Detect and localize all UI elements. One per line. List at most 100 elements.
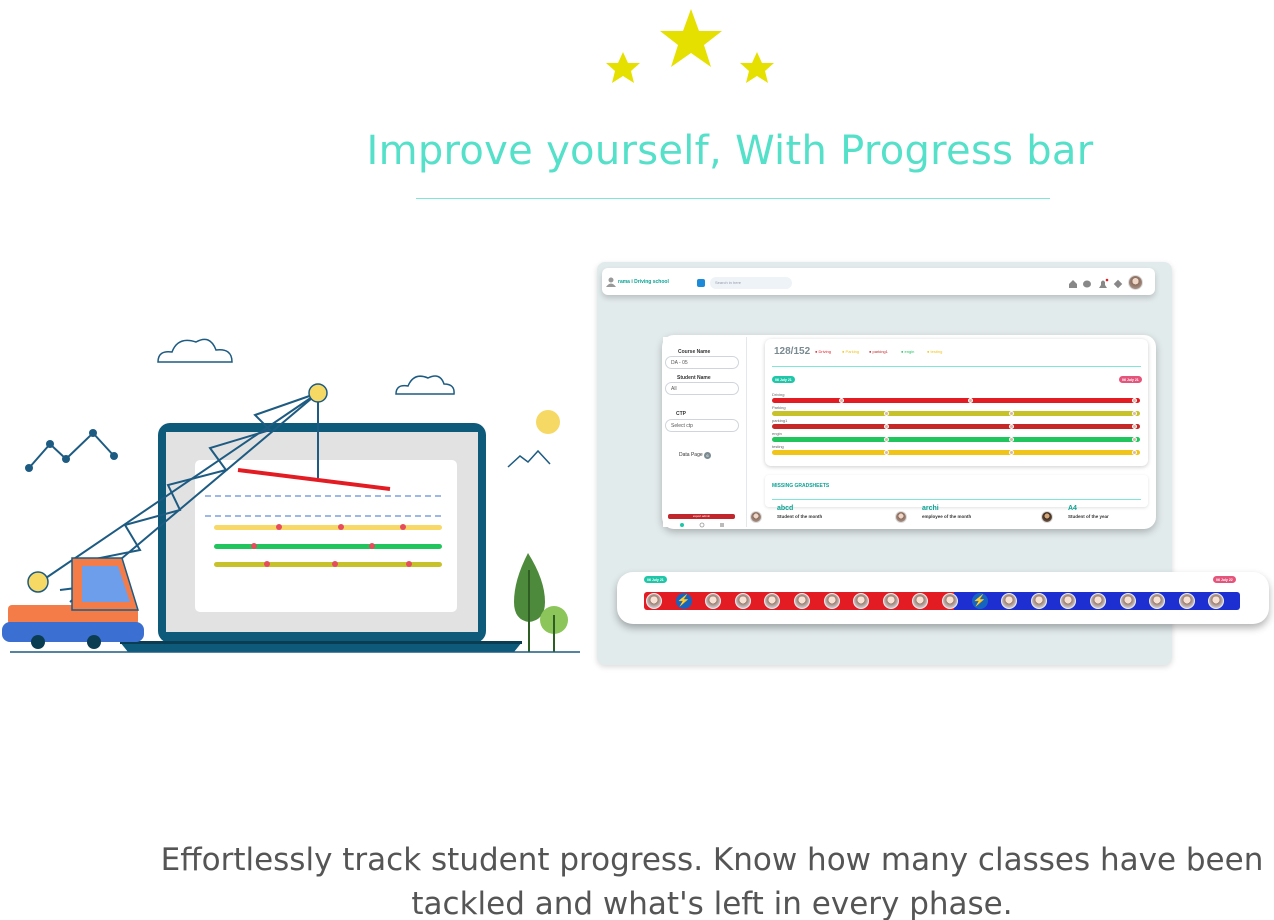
timeline-avatar[interactable] bbox=[1119, 593, 1136, 609]
course-label: Course Name bbox=[678, 349, 711, 355]
person-name: archi bbox=[922, 505, 939, 512]
person-name: abcd bbox=[777, 505, 794, 512]
caption-line: tackled and what's left in every phase. bbox=[411, 886, 1013, 920]
timeline-avatar[interactable] bbox=[1178, 593, 1195, 609]
start-date-pill: 06 July 21 bbox=[772, 376, 795, 383]
progress-count: 128/152 bbox=[774, 346, 811, 357]
missing-divider bbox=[772, 499, 1141, 500]
info-icon[interactable] bbox=[699, 522, 705, 528]
top-bar bbox=[602, 268, 1155, 295]
profile-avatar[interactable] bbox=[1128, 275, 1143, 290]
student-marker-avatar[interactable] bbox=[839, 397, 845, 403]
data-page-label[interactable]: Data Page bbox=[679, 452, 703, 458]
avatar bbox=[895, 511, 907, 523]
timeline-avatar[interactable] bbox=[794, 593, 810, 609]
avatar bbox=[1041, 511, 1053, 523]
lightning-icon[interactable]: ⚡ bbox=[971, 593, 988, 609]
progress-bar bbox=[772, 436, 1140, 442]
legend-label: Parking bbox=[845, 349, 860, 354]
progress-bar bbox=[772, 410, 1140, 416]
student-select[interactable]: All bbox=[665, 382, 739, 395]
progress-bar bbox=[772, 423, 1140, 429]
search-input[interactable]: Search in here bbox=[710, 277, 792, 289]
timeline-avatar[interactable] bbox=[764, 593, 781, 609]
user-icon[interactable] bbox=[606, 277, 616, 287]
export-button[interactable]: export admin bbox=[668, 514, 735, 519]
app-logo-icon[interactable] bbox=[697, 279, 705, 287]
lightning-icon[interactable]: ⚡ bbox=[675, 593, 692, 609]
timeline-avatar[interactable] bbox=[942, 593, 958, 609]
bar-label: Parking bbox=[772, 405, 786, 410]
course-field[interactable]: DA - 05 bbox=[665, 356, 739, 369]
student-marker-avatar[interactable] bbox=[1008, 423, 1014, 429]
legend-label: testing bbox=[930, 349, 943, 354]
student-marker-avatar[interactable] bbox=[1131, 410, 1137, 416]
student-marker-avatar[interactable] bbox=[883, 423, 889, 429]
bar-label: testing bbox=[772, 444, 784, 449]
student-marker-avatar[interactable] bbox=[883, 449, 889, 455]
legend-item: ● Driving bbox=[815, 349, 831, 354]
timeline-avatar[interactable] bbox=[912, 593, 929, 609]
crane-laptop-illustration bbox=[2, 338, 580, 653]
data-page-badge: 6 bbox=[704, 452, 711, 459]
title-divider bbox=[416, 198, 1050, 199]
progress-divider bbox=[772, 366, 1141, 367]
timeline-avatar[interactable] bbox=[882, 593, 899, 609]
timeline-avatar[interactable] bbox=[705, 593, 722, 609]
timeline-avatar[interactable] bbox=[646, 593, 662, 609]
student-label: Student Name bbox=[677, 375, 711, 381]
student-marker-avatar[interactable] bbox=[1008, 410, 1014, 416]
stars-icon bbox=[606, 9, 774, 83]
timeline-avatar[interactable] bbox=[1030, 593, 1047, 609]
legend-dot-icon: ● bbox=[869, 349, 873, 354]
bar-label: Driving bbox=[772, 392, 785, 397]
timeline-avatar[interactable] bbox=[734, 593, 751, 609]
grid-icon[interactable] bbox=[720, 523, 724, 527]
student-marker-avatar[interactable] bbox=[1008, 436, 1014, 442]
timeline-avatar[interactable] bbox=[1208, 593, 1225, 609]
legend-label: Driving bbox=[818, 349, 831, 354]
page-title: Improve yourself, With Progress bar bbox=[366, 128, 1094, 174]
progress-bar bbox=[772, 449, 1140, 455]
bell-icon[interactable] bbox=[1099, 280, 1107, 289]
student-marker-avatar[interactable] bbox=[1131, 449, 1137, 455]
timeline-avatar[interactable] bbox=[853, 593, 870, 609]
legend-dot-icon: ● bbox=[927, 349, 931, 354]
legend-item: ● Parking bbox=[842, 349, 859, 354]
legend-item: ● testing bbox=[927, 349, 942, 354]
person-name: A4 bbox=[1068, 505, 1077, 512]
legend-item: ● engin bbox=[901, 349, 914, 354]
legend-dot-icon: ● bbox=[901, 349, 905, 354]
timeline-avatar[interactable] bbox=[1090, 593, 1106, 609]
page-caption: Effortlessly track student progress. Kno… bbox=[160, 838, 1264, 920]
timeline-avatar[interactable] bbox=[1001, 593, 1018, 609]
settings-icon[interactable] bbox=[1113, 279, 1123, 289]
legend-label: engin bbox=[904, 349, 915, 354]
student-marker-avatar[interactable] bbox=[1008, 449, 1014, 455]
student-marker-avatar[interactable] bbox=[968, 397, 974, 403]
end-date-pill: 06 July 21 bbox=[1119, 376, 1142, 383]
ctp-select[interactable]: Select ctp bbox=[665, 419, 739, 432]
student-marker-avatar[interactable] bbox=[883, 436, 889, 442]
topbar-icons bbox=[1069, 278, 1123, 289]
timeline-end-pill: 06 July 22 bbox=[1213, 576, 1236, 583]
student-marker-avatar[interactable] bbox=[1131, 423, 1137, 429]
ctp-label: CTP bbox=[676, 411, 686, 417]
student-marker-avatar[interactable] bbox=[1131, 436, 1137, 442]
timeline-start-pill: 06 July 21 bbox=[644, 576, 667, 583]
timeline-avatar[interactable] bbox=[823, 593, 840, 609]
student-marker-avatar[interactable] bbox=[1131, 397, 1137, 403]
chat-icon[interactable] bbox=[1083, 280, 1091, 288]
student-marker-avatar[interactable] bbox=[883, 410, 889, 416]
bar-label: engin bbox=[772, 431, 782, 436]
home-icon[interactable] bbox=[1069, 280, 1077, 288]
caption-line: Effortlessly track student progress. Kno… bbox=[160, 842, 1264, 878]
person-role: employee of the month bbox=[922, 514, 972, 519]
timeline-avatar[interactable] bbox=[1060, 593, 1077, 609]
timeline-avatar[interactable] bbox=[1149, 593, 1166, 609]
bar-label: parking1 bbox=[772, 418, 788, 423]
timeline-strip: ⚡⚡ bbox=[644, 592, 1240, 610]
refresh-icon[interactable] bbox=[680, 523, 684, 527]
progress-bar bbox=[772, 397, 1140, 403]
person-role: Student of the year bbox=[1068, 514, 1109, 519]
